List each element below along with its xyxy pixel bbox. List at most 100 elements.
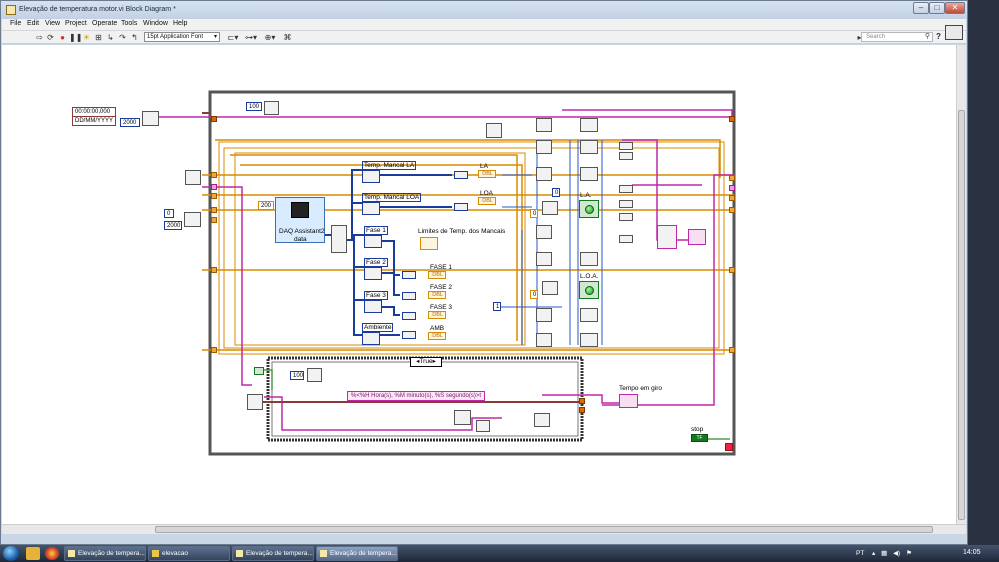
- indicator-loa[interactable]: DBL: [478, 197, 496, 205]
- right-shift-register[interactable]: [729, 116, 735, 122]
- distribute-objects-icon[interactable]: ⊶▾: [244, 33, 257, 42]
- indicator-fase1[interactable]: DBL: [428, 271, 446, 279]
- signal-node-fase1[interactable]: [364, 235, 382, 248]
- const-2000-b[interactable]: 2000: [164, 221, 182, 230]
- limits-cluster-constant[interactable]: [420, 237, 438, 250]
- right-tunnel[interactable]: [729, 195, 735, 201]
- const-200[interactable]: 200: [258, 201, 274, 210]
- const-100-bottom[interactable]: 100: [290, 371, 304, 380]
- wait-ms-node-bottom[interactable]: [307, 368, 322, 382]
- wait-node[interactable]: [184, 212, 201, 227]
- time-format-string[interactable]: %<%H Hora(s), %M minuto(s), %S segundo(s…: [347, 391, 486, 401]
- small-const-0a[interactable]: 0: [552, 188, 560, 197]
- compare-node[interactable]: [486, 123, 502, 138]
- small-const-1[interactable]: 1: [493, 302, 501, 311]
- bool-to-num-node[interactable]: [619, 152, 633, 160]
- const-100-top[interactable]: 100: [246, 102, 262, 111]
- case-out-tunnel[interactable]: [579, 398, 585, 404]
- bool-to-num-node[interactable]: [619, 142, 633, 150]
- clean-up-diagram-icon[interactable]: ⌘: [283, 33, 292, 42]
- convert-node-fase2[interactable]: [402, 292, 416, 300]
- select-node[interactable]: [580, 167, 598, 181]
- signal-node-loa[interactable]: [362, 202, 380, 215]
- stop-button[interactable]: TF: [691, 434, 708, 442]
- retain-wire-values-icon[interactable]: ⊞: [95, 33, 102, 42]
- select-node[interactable]: [580, 252, 598, 266]
- taskbar-clock[interactable]: 14:05: [963, 549, 981, 556]
- convert-node-ambiente[interactable]: [402, 331, 416, 339]
- convert-node-loa[interactable]: [454, 203, 468, 211]
- left-tunnel[interactable]: [211, 217, 217, 223]
- left-tunnel[interactable]: [211, 267, 217, 273]
- compare-node[interactable]: [542, 281, 558, 295]
- select-node[interactable]: [580, 118, 598, 132]
- menu-operate[interactable]: Operate: [92, 20, 118, 27]
- step-over-icon[interactable]: ↷: [119, 33, 126, 42]
- signal-node-ambiente[interactable]: [362, 332, 380, 345]
- menu-view[interactable]: View: [45, 20, 61, 27]
- format-date-time-node[interactable]: [142, 111, 159, 126]
- help-icon[interactable]: ?: [936, 32, 941, 41]
- left-tunnel[interactable]: [211, 184, 217, 190]
- search-icon[interactable]: ⚲: [924, 33, 930, 40]
- reorder-icon[interactable]: ⊕▾: [264, 33, 276, 42]
- flag-icon[interactable]: ⚑: [906, 550, 912, 557]
- format-time-node[interactable]: [454, 410, 471, 425]
- left-tunnel[interactable]: [211, 207, 217, 213]
- right-tunnel[interactable]: [729, 185, 735, 191]
- chrome-icon[interactable]: [45, 547, 59, 560]
- vi-icon[interactable]: [945, 25, 963, 40]
- convert-node-la[interactable]: [454, 171, 468, 179]
- case-out-tunnel[interactable]: [579, 407, 585, 413]
- select-node[interactable]: [580, 140, 598, 154]
- network-icon[interactable]: ▦: [881, 550, 888, 557]
- signal-node-fase2[interactable]: [364, 267, 382, 280]
- font-selector[interactable]: 15pt Application Font ▾: [144, 32, 220, 42]
- subtract-node[interactable]: [476, 420, 490, 432]
- indicator-fase3[interactable]: DBL: [428, 311, 446, 319]
- maximize-button[interactable]: □: [929, 2, 945, 14]
- horizontal-scrollbar[interactable]: [2, 524, 966, 534]
- task-elevacao[interactable]: elevacao: [148, 546, 230, 561]
- build-array-node[interactable]: [657, 225, 677, 249]
- step-out-icon[interactable]: ↰: [131, 33, 138, 42]
- split-signals-node[interactable]: [331, 225, 347, 253]
- task-labview-1[interactable]: Elevação de tempera...: [64, 546, 146, 561]
- indicator-la[interactable]: DBL: [478, 170, 496, 178]
- wait-ms-node[interactable]: [264, 101, 279, 115]
- menu-help[interactable]: Help: [173, 20, 188, 27]
- right-tunnel[interactable]: [729, 267, 735, 273]
- signal-node-fase3[interactable]: [364, 300, 382, 313]
- block-diagram-canvas[interactable]: 00:00:00,000 DD/MM/YYYY 2000 0 2000 100 …: [2, 45, 956, 524]
- select-node[interactable]: [580, 308, 598, 322]
- left-tunnel[interactable]: [211, 347, 217, 353]
- highlight-execution-icon[interactable]: ☀: [82, 33, 91, 42]
- compare-node[interactable]: [536, 225, 552, 239]
- case-selector-right[interactable]: ▸: [432, 358, 436, 365]
- volume-icon[interactable]: ◀): [893, 550, 901, 557]
- const-0[interactable]: 0: [164, 209, 174, 218]
- convert-node-fase3[interactable]: [402, 312, 416, 320]
- start-button[interactable]: [3, 546, 19, 561]
- case-selector[interactable]: ◂True▸: [410, 357, 442, 367]
- bool-to-num-node[interactable]: [619, 213, 633, 221]
- menu-tools[interactable]: Tools: [121, 20, 138, 27]
- case-selector-left[interactable]: ◂: [416, 358, 420, 365]
- compare-node[interactable]: [536, 308, 552, 322]
- right-tunnel[interactable]: [729, 347, 735, 353]
- run-arrow-icon[interactable]: ⇨: [36, 33, 43, 42]
- write-file-node[interactable]: [688, 229, 706, 245]
- left-tunnel[interactable]: [211, 193, 217, 199]
- vertical-scroll-thumb[interactable]: [958, 110, 965, 520]
- left-tunnel[interactable]: [211, 172, 217, 178]
- minimize-button[interactable]: –: [913, 2, 929, 14]
- bool-constant[interactable]: [254, 367, 264, 375]
- run-continuously-icon[interactable]: ⟳: [47, 33, 54, 42]
- select-node[interactable]: [580, 333, 598, 347]
- tick-count-node[interactable]: [247, 394, 263, 410]
- step-into-icon[interactable]: ↳: [107, 33, 114, 42]
- right-tunnel[interactable]: [729, 175, 735, 181]
- right-tunnel[interactable]: [729, 207, 735, 213]
- elapsed-time-node[interactable]: [185, 170, 201, 185]
- close-button[interactable]: ✕: [945, 2, 965, 14]
